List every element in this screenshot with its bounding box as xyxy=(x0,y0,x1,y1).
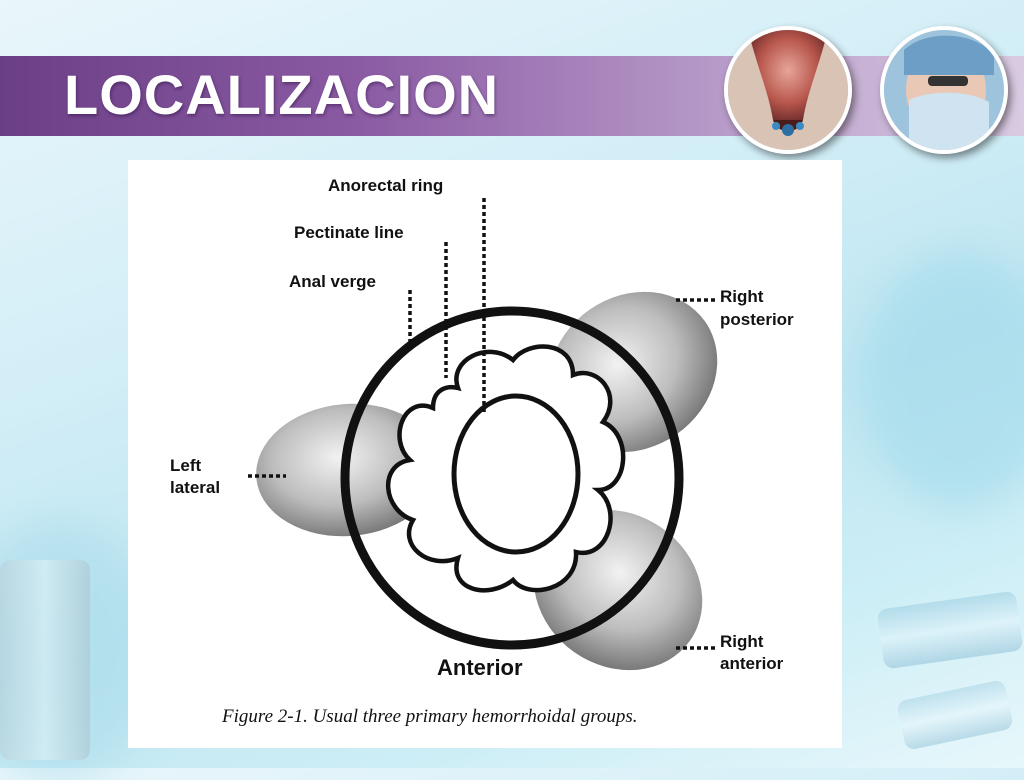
title-band xyxy=(0,56,1024,136)
hemorrhoid-diagram: Anorectal ring Pectinate line Anal verge… xyxy=(128,160,842,748)
label-left-lateral-line1: Left xyxy=(170,456,202,475)
label-anorectal-ring: Anorectal ring xyxy=(328,176,444,195)
background-vial xyxy=(876,590,1024,670)
surgeon-image-icon xyxy=(884,30,1004,150)
background-vial xyxy=(0,560,90,760)
surgeon-photo xyxy=(880,26,1008,154)
slide-title: LOCALIZACION xyxy=(64,63,500,126)
background-glow xyxy=(860,250,1024,510)
label-left-lateral-line2: lateral xyxy=(170,478,221,497)
anal-verge-ring xyxy=(340,306,684,650)
label-right-posterior-line1: Right xyxy=(720,287,764,306)
hemorrhoid-diagram-graphic xyxy=(248,198,718,671)
rectal-anatomy-image-icon xyxy=(728,30,848,150)
anorectal-ring-ellipse xyxy=(451,393,581,555)
background-vial xyxy=(896,679,1014,751)
label-right-posterior-line2: posterior xyxy=(720,310,794,329)
anatomy-photo xyxy=(724,26,852,154)
label-right-anterior-line1: Right xyxy=(720,632,764,651)
label-right-anterior-line2: anterior xyxy=(720,654,784,673)
label-pectinate-line: Pectinate line xyxy=(294,223,404,242)
leader-lines xyxy=(248,198,718,650)
figure-caption: Figure 2-1. Usual three primary hemorrho… xyxy=(222,706,638,727)
label-anterior: Anterior xyxy=(437,655,523,680)
label-anal-verge: Anal verge xyxy=(289,272,376,291)
